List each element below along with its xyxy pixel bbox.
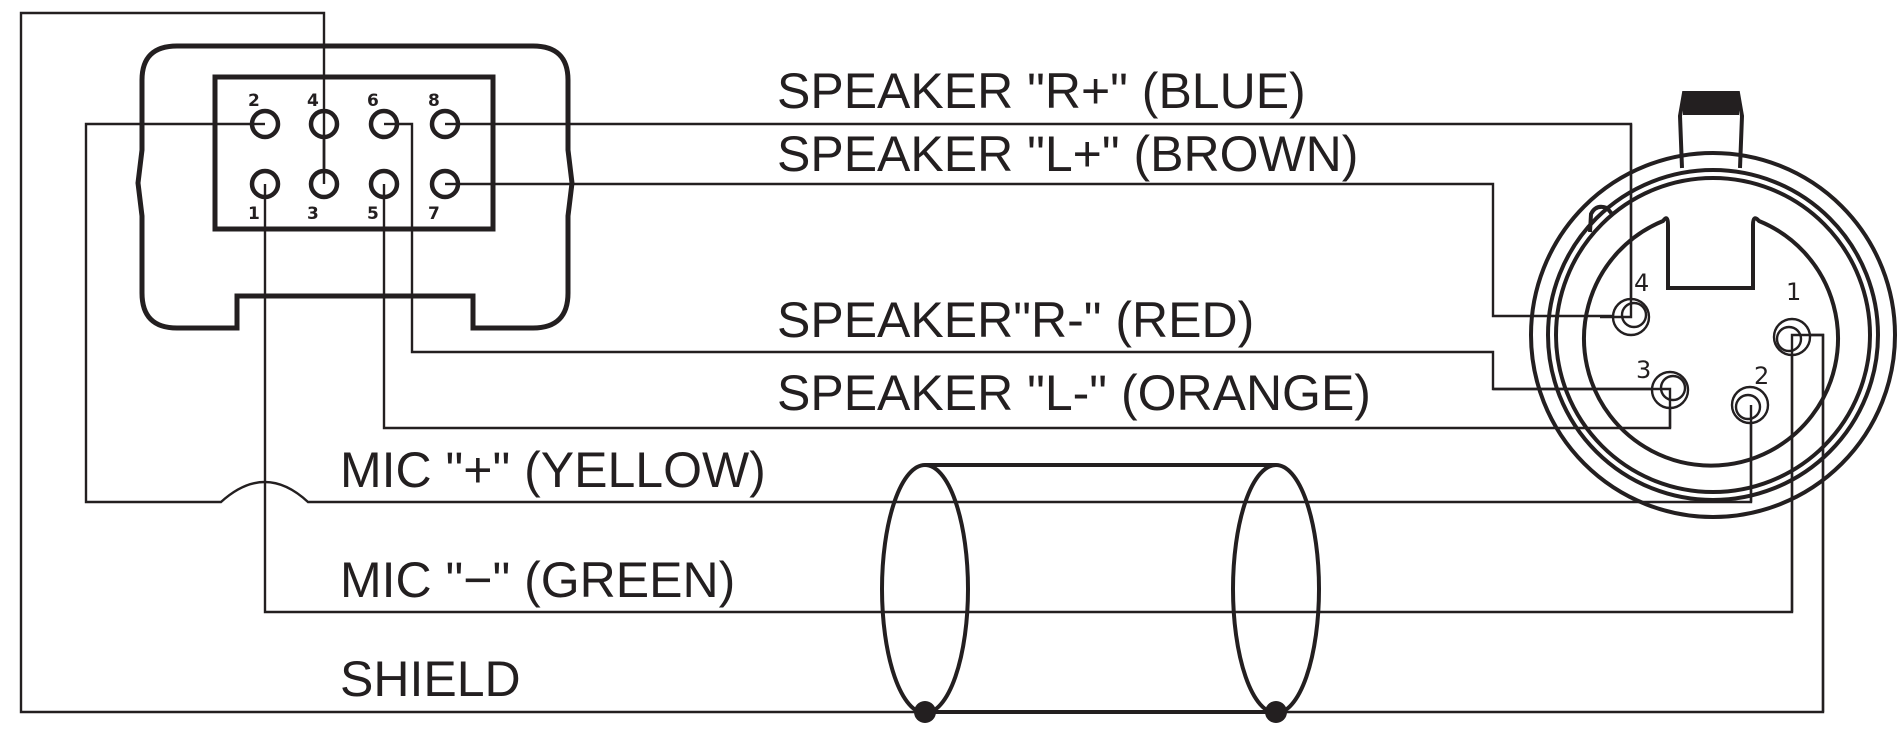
- wire-mic-plus: [84, 122, 1753, 504]
- xlr-connector: 4 1 3 2: [1493, 91, 1897, 712]
- pin-label: 1: [248, 204, 260, 224]
- pin-label: 7: [428, 204, 440, 224]
- xlr-inner-face: [1582, 216, 1840, 468]
- connector-housing: [135, 43, 575, 331]
- xlr-ring-2: [1546, 168, 1880, 502]
- shielded-cable-icon: [880, 463, 1321, 723]
- label-mic-minus: MIC "−" (GREEN): [340, 552, 735, 608]
- label-speaker-l-minus: SPEAKER "L-" (ORANGE): [777, 365, 1371, 421]
- xlr-bump: [1588, 204, 1614, 233]
- latch-tab-band: [1683, 93, 1739, 115]
- shield-drain-dot-icon: [1265, 701, 1287, 723]
- pin-label: 6: [367, 91, 379, 111]
- label-mic-plus: MIC "+" (YELLOW): [340, 442, 766, 498]
- xlr-pin-label: 3: [1636, 356, 1651, 384]
- pin-label: 3: [307, 204, 319, 224]
- xlr-pin-label: 1: [1786, 278, 1801, 306]
- pin-label: 4: [307, 91, 319, 111]
- label-shield: SHIELD: [340, 651, 521, 707]
- pin-field-frame: [212, 74, 496, 232]
- pin-label: 5: [367, 204, 379, 224]
- xlr-ring-3: [1554, 176, 1872, 494]
- label-speaker-l-plus: SPEAKER "L+" (BROWN): [777, 126, 1358, 182]
- xlr-pin-label: 4: [1634, 269, 1649, 297]
- eight-pin-connector: 2 4 6 8 1 3 5 7: [135, 43, 575, 331]
- pin-label: 2: [248, 91, 260, 111]
- wire-speaker-l-plus: [445, 182, 1631, 318]
- pin-label: 8: [428, 91, 440, 111]
- label-speaker-r-minus: SPEAKER"R-" (RED): [777, 292, 1254, 348]
- label-speaker-r-plus: SPEAKER "R+" (BLUE): [777, 63, 1306, 119]
- shield-drain-dot-icon: [914, 701, 936, 723]
- xlr-outer-ring: [1529, 151, 1897, 519]
- xlr-pin-label: 2: [1754, 362, 1769, 390]
- wire-labels: SPEAKER "R+" (BLUE) SPEAKER "L+" (BROWN)…: [340, 63, 1371, 707]
